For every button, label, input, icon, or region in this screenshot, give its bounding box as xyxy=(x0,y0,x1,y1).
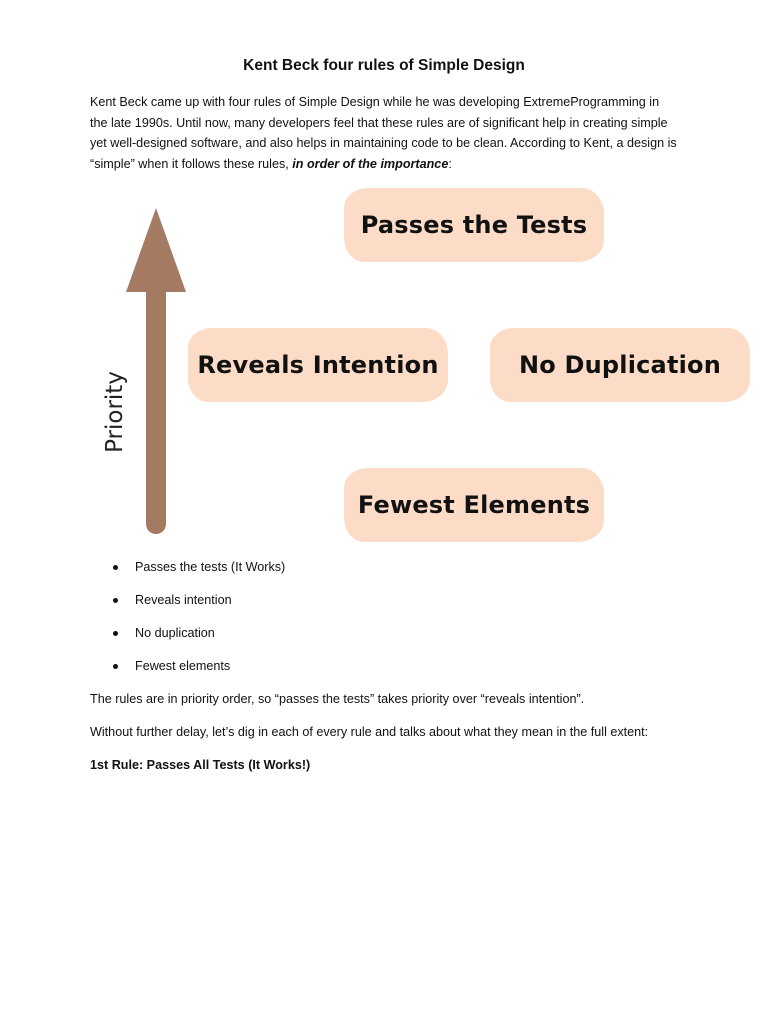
intro-line-4-prefix: “simple” when it follows these rules, xyxy=(90,156,293,171)
list-item-text: Passes the tests (It Works) xyxy=(135,560,286,574)
list-item: Fewest elements xyxy=(90,655,690,688)
box-reveals-intention: Reveals Intention xyxy=(188,328,448,402)
simple-design-diagram: Priority Passes the Tests Reveals Intent… xyxy=(0,180,768,550)
rules-bullet-list: Passes the tests (It Works) Reveals inte… xyxy=(90,556,690,688)
page-title: Kent Beck four rules of Simple Design xyxy=(243,57,525,74)
intro-line-1: Kent Beck came up with four rules of Sim… xyxy=(90,95,660,109)
intro-line-4-suffix: : xyxy=(448,156,452,171)
list-item-text: Fewest elements xyxy=(135,659,231,673)
bullet-icon xyxy=(113,598,118,603)
box-no-duplication: No Duplication xyxy=(490,328,750,402)
intro-emphasis: in order of the importance xyxy=(292,156,449,171)
priority-order-paragraph: The rules are in priority order, so “pas… xyxy=(90,692,585,706)
bullet-icon xyxy=(113,565,118,570)
further-delay-paragraph: Without further delay, let’s dig in each… xyxy=(90,725,649,739)
box-fewest-elements: Fewest Elements xyxy=(344,468,604,542)
box-fewest-elements-label: Fewest Elements xyxy=(357,491,591,519)
list-item: Reveals intention xyxy=(90,589,690,622)
list-item-text: No duplication xyxy=(135,626,215,640)
intro-line-2: the late 1990s. Until now, many develope… xyxy=(90,115,668,130)
intro-line-3: yet well-designed software, and also hel… xyxy=(90,136,677,150)
intro-paragraph: Kent Beck came up with four rules of Sim… xyxy=(90,92,690,174)
intro-line-4: “simple” when it follows these rules, in… xyxy=(90,154,690,175)
priority-arrow-icon xyxy=(126,208,186,534)
bullet-icon xyxy=(113,631,118,636)
list-item-text: Reveals intention xyxy=(135,593,232,607)
box-reveals-intention-label: Reveals Intention xyxy=(197,351,439,379)
box-passes-the-tests-label: Passes the Tests xyxy=(360,211,588,239)
box-no-duplication-label: No Duplication xyxy=(518,351,722,379)
list-item: No duplication xyxy=(90,622,690,655)
box-passes-the-tests: Passes the Tests xyxy=(344,188,604,262)
priority-axis-label: Priority xyxy=(102,371,128,453)
first-rule-heading: 1st Rule: Passes All Tests (It Works!) xyxy=(90,758,311,772)
bullet-icon xyxy=(113,664,118,669)
list-item: Passes the tests (It Works) xyxy=(90,556,690,589)
